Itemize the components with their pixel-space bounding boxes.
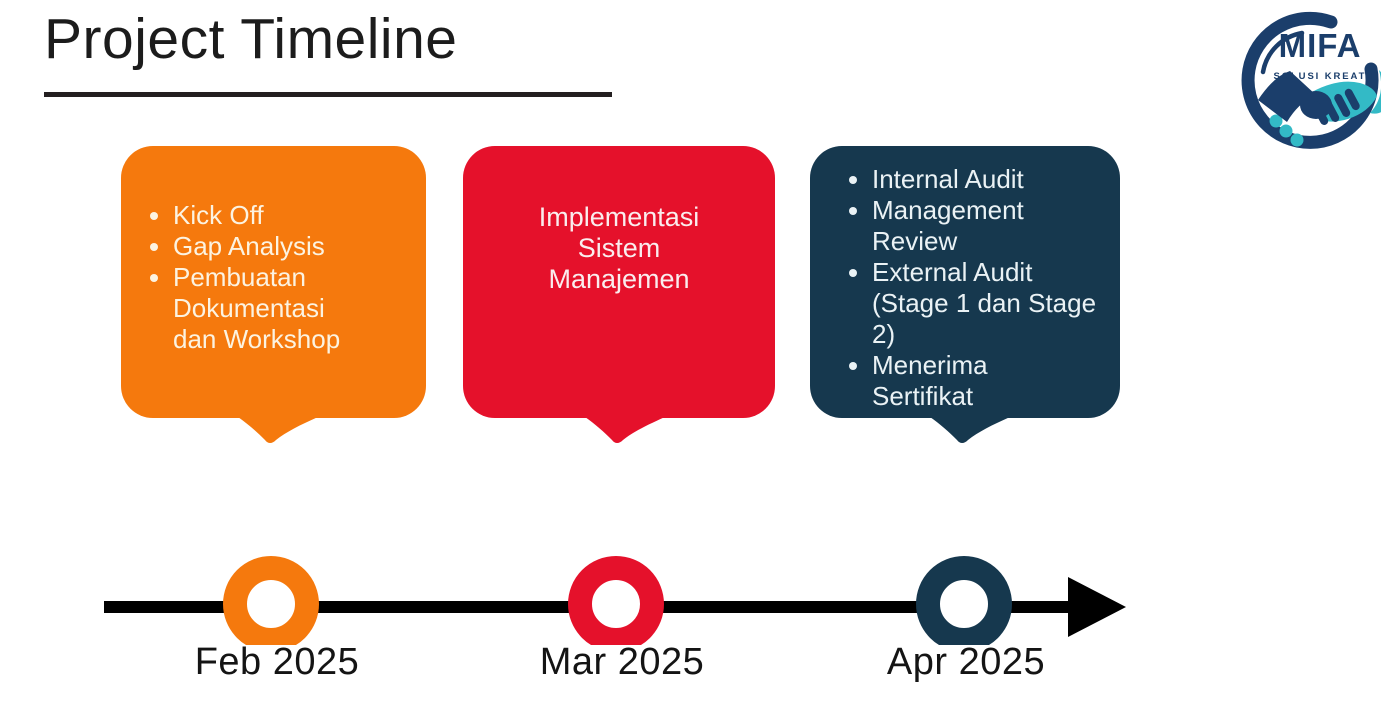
logo-inner-accent: [1260, 30, 1305, 75]
bubble-feb-2025: Kick Off Gap Analysis Pembuatan Dokument…: [121, 146, 426, 418]
page-title: Project Timeline: [44, 7, 458, 71]
bubble-feb-list: Kick Off Gap Analysis Pembuatan Dokument…: [121, 146, 426, 355]
bubble-apr-2025: Internal Audit Management Review Externa…: [810, 146, 1120, 418]
list-item: Menerima Sertifikat: [872, 350, 1114, 412]
milestone-marker-mar: [568, 556, 664, 645]
bubble-mar-text: Implementasi Sistem Manajemen: [538, 202, 700, 294]
milestone-marker-feb: [223, 556, 319, 645]
logo-tagline: SOLUSI KREATIF: [1273, 71, 1378, 82]
bubble-apr-list: Internal Audit Management Review Externa…: [810, 146, 1120, 412]
logo-teal-knuckle: [1269, 114, 1283, 128]
logo-name: MIFA: [1279, 27, 1362, 64]
logo-circle-swirl: [1241, 11, 1379, 149]
logo-teal-knuckle: [1279, 124, 1293, 138]
logo-navy-arm: [1258, 71, 1316, 122]
logo-navy-finger: [1344, 88, 1360, 111]
list-item: External Audit (Stage 1 dan Stage 2): [872, 257, 1114, 350]
milestone-marker-apr: [916, 556, 1012, 645]
ring-icon: [568, 556, 664, 645]
list-item: Kick Off: [173, 200, 416, 231]
list-item: Gap Analysis: [173, 231, 416, 262]
mifa-logo: MIFA SOLUSI KREATIF: [1232, 0, 1381, 160]
milestone-label-mar: Mar 2025: [539, 641, 705, 683]
list-item: Management Review: [872, 195, 1114, 257]
logo-navy-finger: [1334, 93, 1351, 117]
ring-icon: [223, 556, 319, 645]
logo-navy-finger: [1322, 98, 1340, 122]
logo-navy-finger: [1311, 101, 1329, 125]
bubble-mar-tail: [585, 417, 665, 443]
list-item: Pembuatan Dokumentasi dan Workshop: [173, 262, 416, 355]
milestone-label-apr: Apr 2025: [886, 641, 1046, 683]
title-underline: [44, 92, 612, 97]
handshake-icon: [1241, 11, 1381, 149]
list-item: Internal Audit: [872, 164, 1114, 195]
ring-icon: [916, 556, 1012, 645]
timeline-arrowhead-icon: [1068, 577, 1126, 637]
logo-teal-knuckle: [1290, 133, 1304, 147]
milestone-label-feb: Feb 2025: [194, 641, 360, 683]
logo-teal-swoosh: [1370, 70, 1381, 114]
bubble-mar-2025: Implementasi Sistem Manajemen: [463, 146, 775, 418]
bubble-feb-tail: [238, 417, 318, 443]
bubble-apr-tail: [930, 417, 1010, 443]
